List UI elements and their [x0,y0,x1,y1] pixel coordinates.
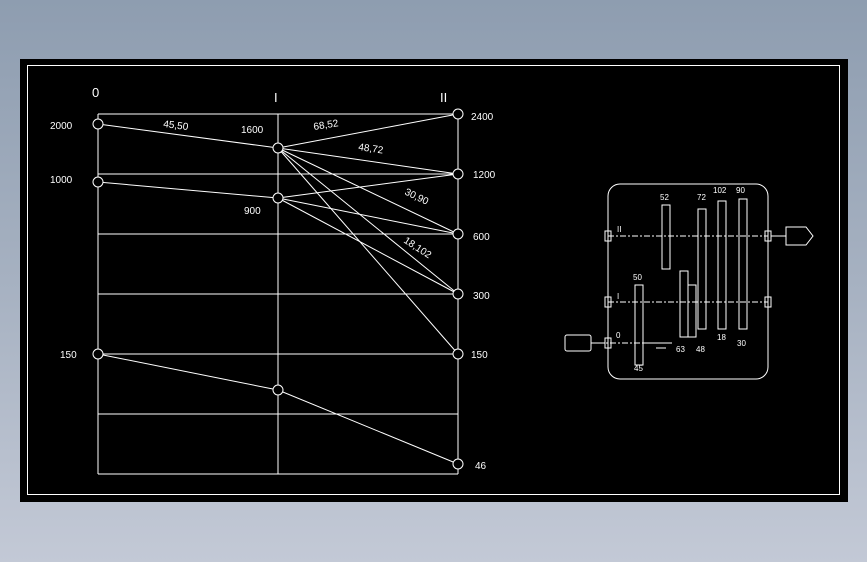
node-1-low[interactable] [272,384,284,396]
cad-drawing: 0 I II 2000 1000 150 1600 900 2400 1200 … [27,65,840,495]
output-cutter [785,226,814,246]
gearbox-shaft-label-0: 0 [616,331,621,340]
shaft-label-1: I [274,90,278,105]
gear-label-102: 102 [713,186,727,195]
gearbox-schematic [564,183,814,380]
node-0-2000[interactable] [92,118,104,130]
node-2-150[interactable] [452,348,464,360]
gear-label-30: 30 [737,339,746,348]
node-0-1000[interactable] [92,176,104,188]
gear-label-63: 63 [676,345,685,354]
gear-label-45: 45 [634,364,643,373]
gear-102 [717,200,727,330]
speed-chart-nodes [92,108,464,470]
motor [564,334,592,352]
gear-63 [679,270,689,338]
node-0-150[interactable] [92,348,104,360]
gear-50-45 [634,284,644,366]
speed-label-46: 46 [475,461,487,472]
ratio-label-48-72: 48,72 [358,142,385,156]
ratio-label-45-50: 45,50 [163,119,190,133]
gear-label-18: 18 [717,333,726,342]
gear-72 [697,208,707,330]
gear-label-52: 52 [660,193,669,202]
node-1-1600[interactable] [272,142,284,154]
node-2-300[interactable] [452,288,464,300]
speed-label-150-right: 150 [471,350,488,361]
gear-label-50: 50 [633,273,642,282]
gear-48 [687,284,697,338]
speed-label-1000: 1000 [50,175,73,186]
speed-label-1200: 1200 [473,170,496,181]
shaft-label-0: 0 [92,85,99,100]
speed-chart-grid [97,113,459,475]
speed-label-900: 900 [244,206,261,217]
cad-drawing-area[interactable]: 0 I II 2000 1000 150 1600 900 2400 1200 … [20,59,848,502]
ratio-label-68-52: 68,52 [313,118,340,133]
speed-label-600: 600 [473,232,490,243]
gear-label-90: 90 [736,186,745,195]
node-2-46[interactable] [452,458,464,470]
speed-label-150-left: 150 [60,350,77,361]
gearbox-housing [607,183,769,380]
gear-90 [738,198,748,330]
speed-chart-lines [97,113,459,465]
gearbox-shaft-label-ii: II [617,225,621,234]
drawing-frame [27,65,840,495]
gear-label-48: 48 [696,345,705,354]
ratio-label-18-102: 18,102 [401,235,433,261]
gear-label-72: 72 [697,193,706,202]
speed-label-1600: 1600 [241,125,264,136]
speed-label-300: 300 [473,291,490,302]
node-2-2400[interactable] [452,108,464,120]
shaft-label-2: II [440,90,447,105]
node-2-600[interactable] [452,228,464,240]
speed-label-2000: 2000 [50,121,73,132]
gearbox-shaft-label-i: I [617,292,619,301]
node-2-1200[interactable] [452,168,464,180]
gear-52 [661,204,671,270]
ratio-label-30-90: 30,90 [403,187,431,208]
node-1-900[interactable] [272,192,284,204]
speed-label-2400: 2400 [471,112,494,123]
